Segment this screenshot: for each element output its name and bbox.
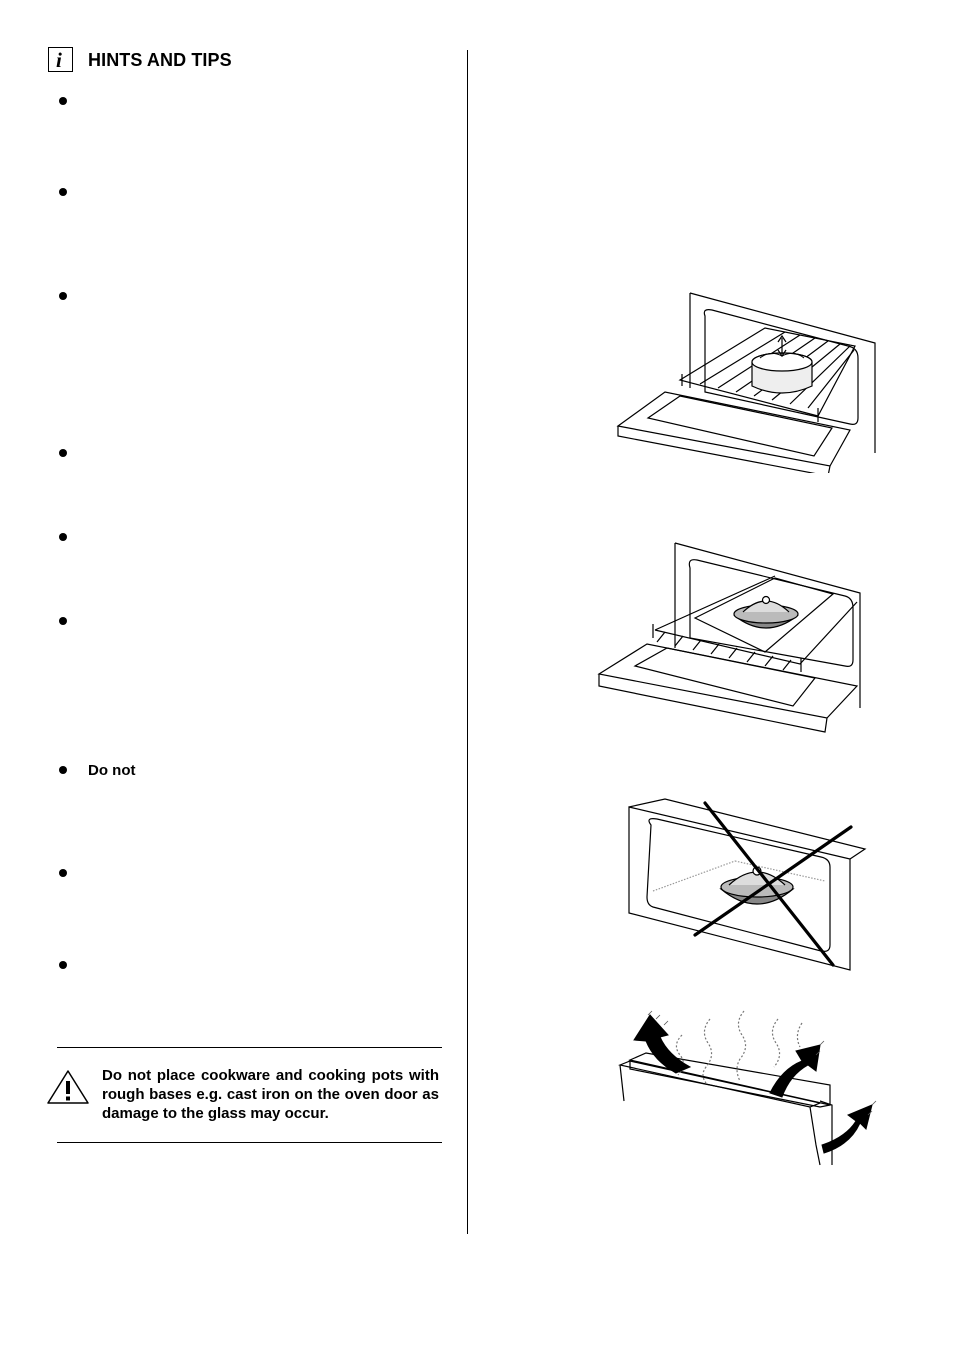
bullet-marker — [59, 961, 67, 969]
bullet-marker — [59, 617, 67, 625]
bullet-marker — [59, 766, 67, 774]
info-icon: i — [48, 47, 73, 72]
bullet-marker — [59, 292, 67, 300]
column-divider — [467, 50, 469, 1234]
bullet-marker — [59, 449, 67, 457]
warning-text: Do not place cookware and cooking pots w… — [102, 1067, 439, 1122]
warning-triangle-icon — [46, 1069, 90, 1110]
warning-bottom-rule — [57, 1142, 442, 1143]
warning-top-rule — [57, 1047, 442, 1048]
bullet-marker — [59, 188, 67, 196]
bullet-marker — [59, 533, 67, 541]
bullet-marker — [59, 97, 67, 105]
oven-casserole-on-tray-icon — [597, 542, 861, 733]
svg-text:i: i — [56, 48, 62, 70]
bullet-text: Do not — [88, 762, 136, 779]
oven-pot-on-floor-crossed-icon — [628, 798, 867, 971]
oven-pot-on-shelf-icon — [616, 292, 876, 473]
section-title: HINTS AND TIPS — [88, 50, 232, 70]
oven-door-steam-icon — [617, 1010, 877, 1166]
bullet-marker — [59, 869, 67, 877]
